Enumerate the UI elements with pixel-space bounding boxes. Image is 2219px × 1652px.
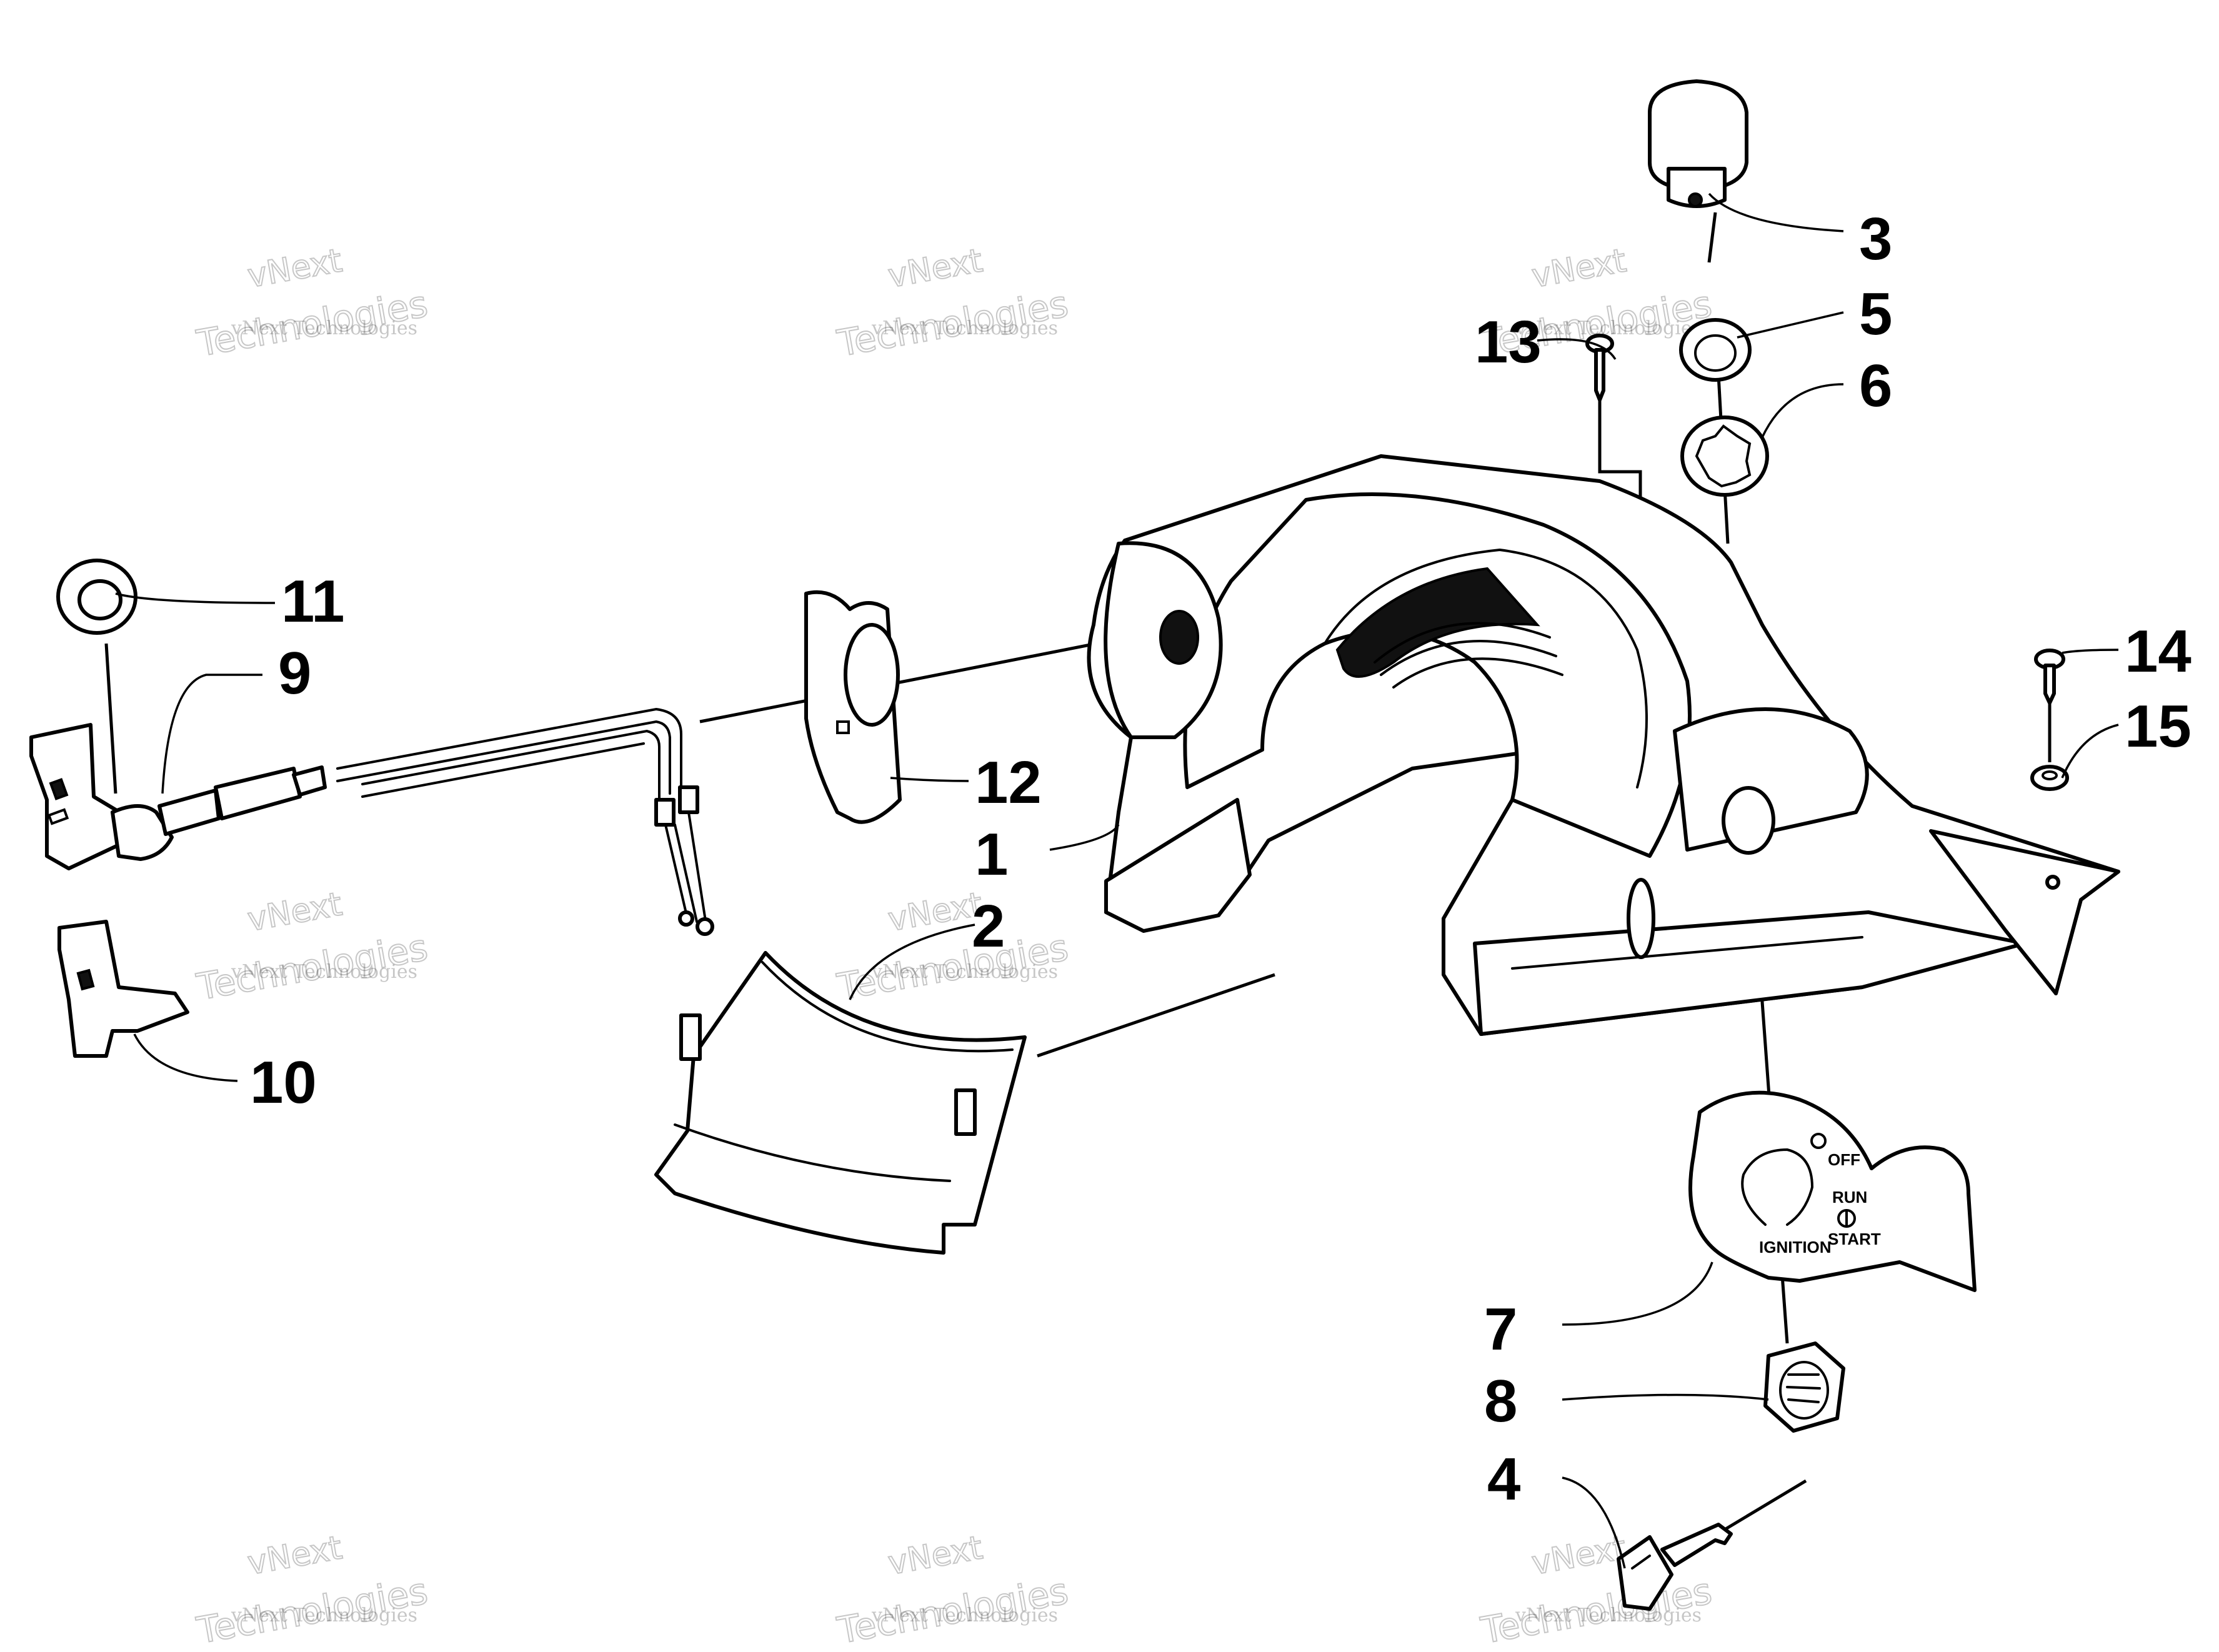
watermark-brand: vNext [1529,1529,1629,1582]
lock-washer [1680,415,1769,497]
knob-plug [1648,79,1748,208]
watermark-tile: Technologies vNext vNext Technologies [834,885,1072,1009]
watermark-company: vNext Technologies [231,1605,417,1626]
watermark-brand: vNext [245,885,345,938]
plate-label-start: START [1828,1230,1881,1248]
plate-label-off: OFF [1828,1150,1860,1169]
watermark-brand: vNext [245,1529,345,1582]
watermark-company: vNext Technologies [871,961,1058,983]
watermark-company: vNext Technologies [871,317,1058,339]
callout-13: 13 [1475,309,1542,376]
callout-10: 10 [250,1049,317,1116]
washer-15 [2030,765,2069,791]
watermark-company: vNext Technologies [231,961,417,983]
watermark-tile: Technologies vNext vNext Technologies [834,1528,1072,1652]
callout-12: 12 [975,749,1042,816]
watermark-brand: vNext [885,885,985,938]
watermark-tile: Technologies vNext vNext Technologies [834,241,1072,366]
plate-label-ignition: IGNITION [1759,1238,1832,1256]
ignition-plate: OFF RUN START IGNITION [1688,1090,1977,1292]
callout-7: 7 [1484,1296,1517,1363]
screw-14 [2034,649,2065,705]
watermark-brand: vNext [245,242,345,295]
callout-9: 9 [278,640,311,707]
watermark-tile: Technologies vNext vNext Technologies [193,1528,432,1652]
watermark-tile: Technologies vNext vNext Technologies [193,885,432,1009]
callout-4: 4 [1487,1446,1520,1513]
callout-11: 11 [281,568,344,635]
callout-14: 14 [2125,618,2192,685]
gasket-decal [804,590,902,824]
callout-15: 15 [2125,693,2192,760]
watermark-company: vNext Technologies [231,317,417,339]
lever-assembly [29,707,714,936]
plate-label-run: RUN [1832,1188,1867,1207]
callout-8: 8 [1484,1368,1517,1435]
callout-6: 6 [1859,352,1892,419]
watermark-brand: vNext [1529,242,1629,295]
callout-2: 2 [972,893,1005,960]
knurled-nut [56,559,137,635]
retaining-nut [1679,318,1752,382]
callout-1: 1 [975,821,1008,888]
hex-nut [1763,1341,1845,1433]
callout-labels: 1 2 3 4 5 6 7 8 9 10 11 12 13 14 15 [250,206,2192,1513]
leader-lines [115,192,2119,1569]
watermark-brand: vNext [885,242,985,295]
lower-cover-panel [654,951,1027,1255]
console-housing [1087,454,2120,1036]
watermark-brand: vNext [885,1529,985,1582]
lever-10 [57,920,189,1058]
watermark-tile: Technologies vNext vNext Technologies [193,241,432,366]
watermark-company: vNext Technologies [1515,1605,1702,1626]
screw-13 [1585,334,1614,402]
watermark-company: vNext Technologies [871,1605,1058,1626]
callout-3: 3 [1859,206,1892,272]
callout-5: 5 [1859,281,1892,347]
ignition-key [1617,1523,1733,1611]
